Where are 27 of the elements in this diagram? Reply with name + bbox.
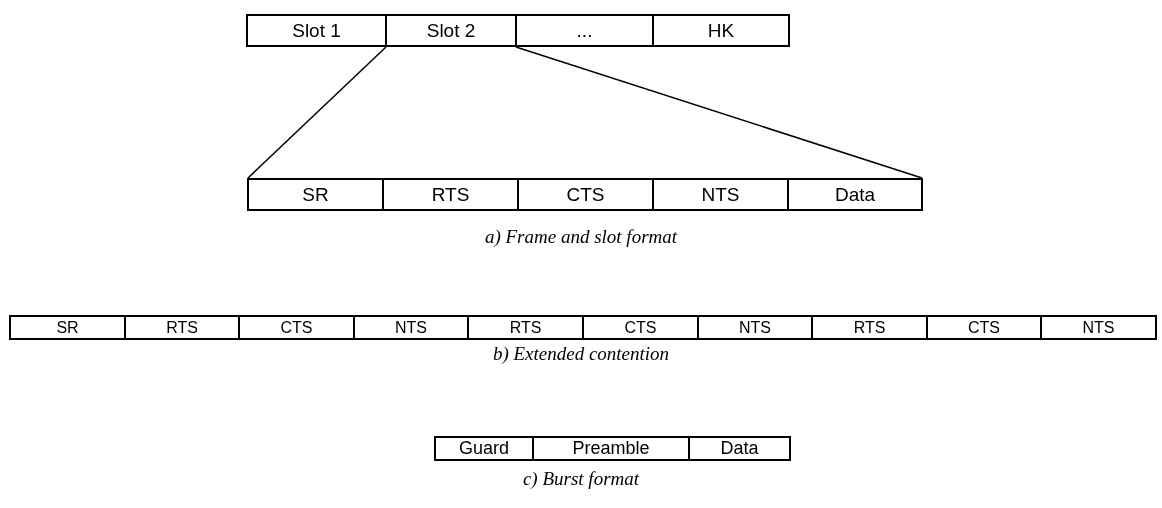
field-cell: RTS <box>467 315 584 340</box>
expansion-line <box>247 46 387 179</box>
field-cell: SR <box>247 178 384 211</box>
field-cell: Slot 2 <box>385 14 517 47</box>
field-cell: RTS <box>811 315 928 340</box>
field-cell: CTS <box>582 315 699 340</box>
field-cell: NTS <box>353 315 469 340</box>
field-cell: SR <box>9 315 126 340</box>
field-cell: CTS <box>517 178 654 211</box>
field-cell: Data <box>787 178 923 211</box>
field-cell: HK <box>652 14 790 47</box>
caption: a) Frame and slot format <box>483 226 679 248</box>
field-cell: Guard <box>434 436 534 461</box>
field-cell: NTS <box>1040 315 1157 340</box>
field-cell: Preamble <box>532 436 690 461</box>
field-cell: CTS <box>926 315 1042 340</box>
field-cell: CTS <box>238 315 355 340</box>
field-cell: ... <box>515 14 654 47</box>
field-cell: Slot 1 <box>246 14 387 47</box>
field-cell: RTS <box>382 178 519 211</box>
field-cell: RTS <box>124 315 240 340</box>
field-cell: Data <box>688 436 791 461</box>
caption: c) Burst format <box>521 468 641 490</box>
expansion-line <box>515 46 923 179</box>
field-cell: NTS <box>697 315 813 340</box>
field-cell: NTS <box>652 178 789 211</box>
caption: b) Extended contention <box>491 343 671 365</box>
